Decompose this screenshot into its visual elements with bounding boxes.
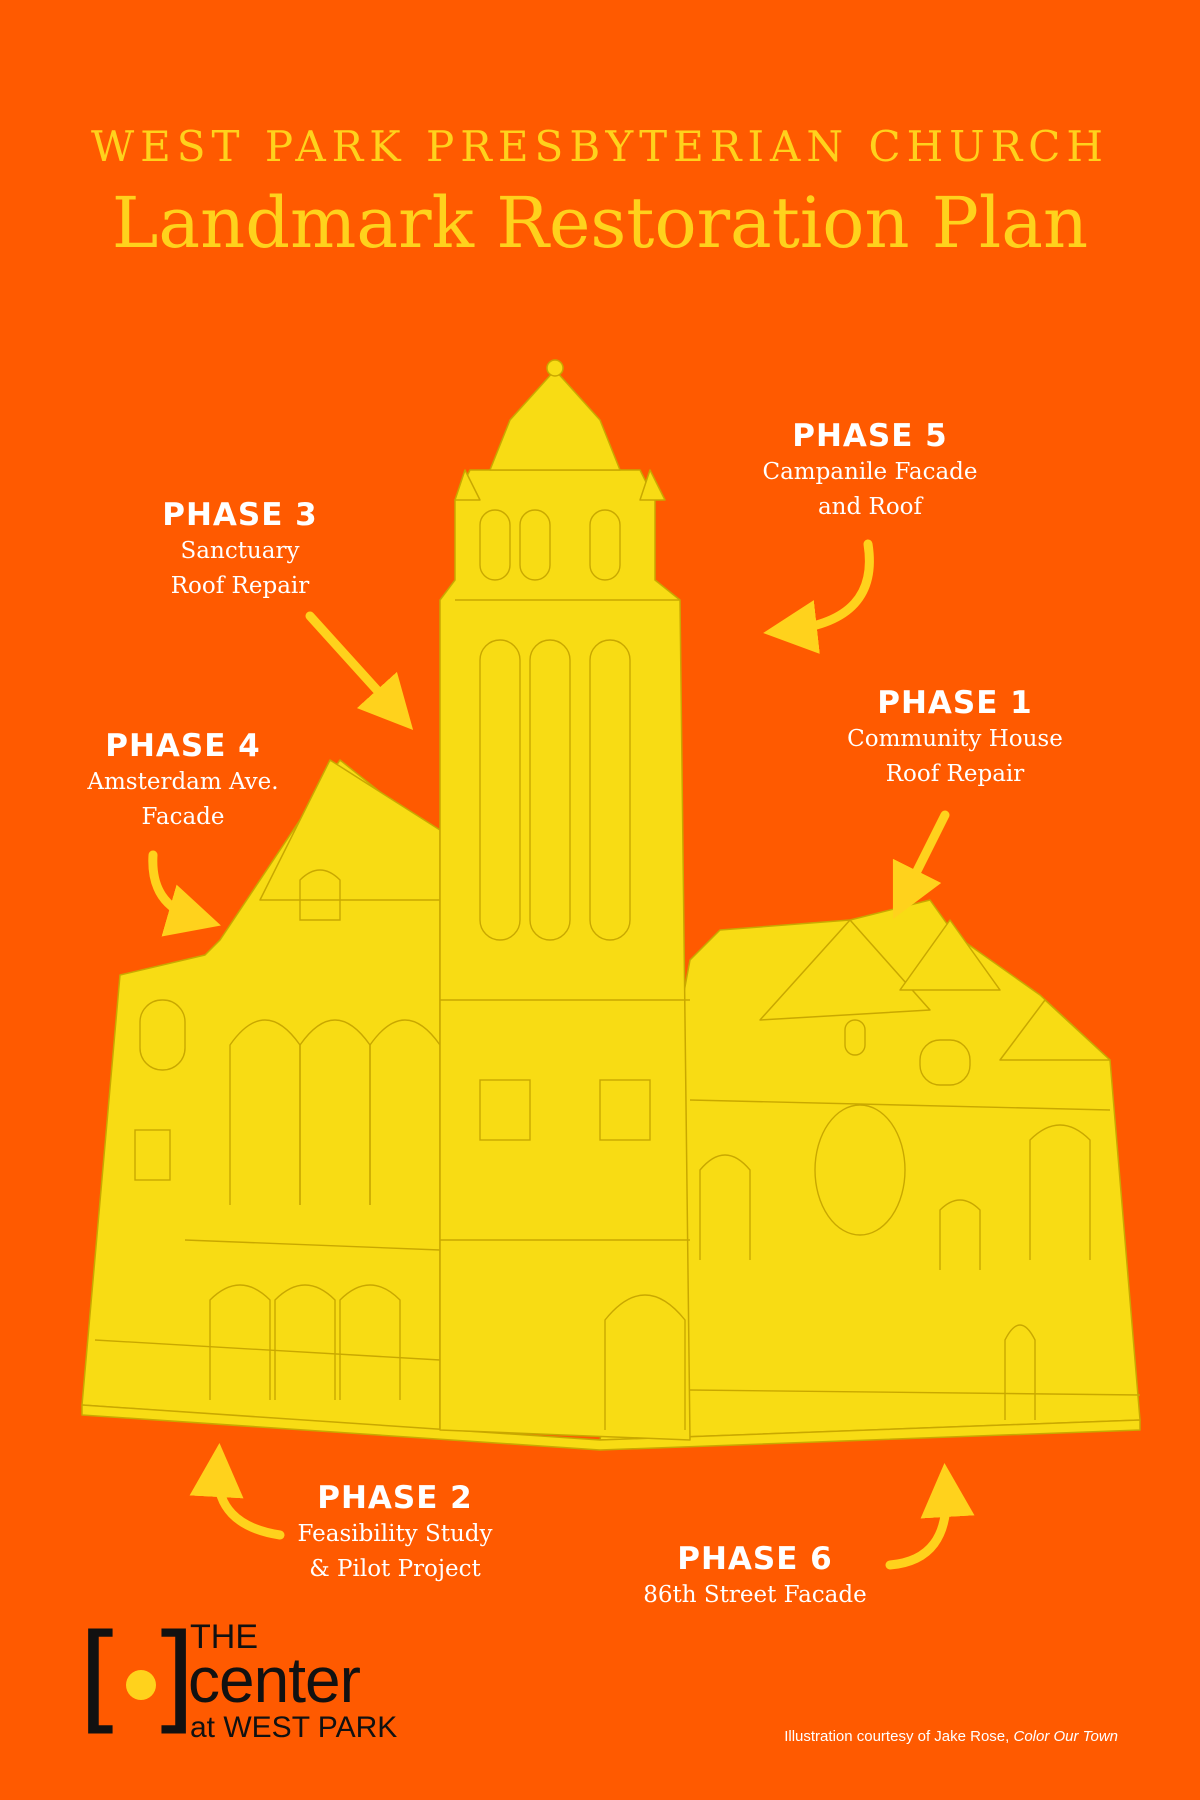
logo-text-center: center (188, 1644, 361, 1716)
phase-1-arrow-icon (892, 810, 950, 920)
center-at-west-park-logo: [ ] THE center at WEST PARK (78, 1618, 418, 1748)
phase-2-arrow-icon (189, 1443, 285, 1540)
logo-text-the: THE (190, 1618, 258, 1656)
logo-bracket-open: [ (78, 1608, 125, 1746)
phase-3-label: PHASE 3 Sanctuary Roof Repair (160, 496, 320, 604)
phase-1-desc-line1: Community House (847, 726, 1063, 752)
credit-source: Color Our Town (1013, 1728, 1119, 1745)
phase-5-desc-line2: and Roof (817, 494, 923, 520)
illustration-credit: Illustration courtesy of Jake Rose, Colo… (784, 1728, 1118, 1745)
phase-3-title: PHASE 3 (162, 497, 318, 533)
church-name: WEST PARK PRESBYTERIAN CHURCH (90, 122, 1110, 171)
logo-dot-icon (126, 1670, 156, 1700)
phase-1-desc-line2: Roof Repair (885, 761, 1025, 787)
phase-6-label: PHASE 6 86th Street Facade (630, 1540, 880, 1613)
phase-5-label: PHASE 5 Campanile Facade and Roof (740, 417, 1000, 525)
phase-2-title: PHASE 2 (317, 1480, 473, 1516)
phase-4-label: PHASE 4 Amsterdam Ave. Facade (58, 727, 308, 835)
phase-1-label: PHASE 1 Community House Roof Repair (830, 684, 1080, 792)
phase-4-arrow-icon (148, 850, 221, 937)
phase-3-desc-line1: Sanctuary (180, 538, 300, 564)
logo-text-west-park: at WEST PARK (190, 1711, 398, 1744)
phase-2-desc-line2: & Pilot Project (309, 1556, 481, 1582)
phase-1-title: PHASE 1 (877, 685, 1033, 721)
phase-4-title: PHASE 4 (105, 728, 261, 764)
phase-6-title: PHASE 6 (677, 1541, 833, 1577)
phase-6-arrow-icon (885, 1463, 975, 1570)
phase-3-arrow-icon (305, 611, 414, 731)
phase-6-desc-line1: 86th Street Facade (643, 1582, 867, 1608)
phase-5-desc-line1: Campanile Facade (762, 459, 978, 485)
phase-4-desc-line2: Facade (141, 804, 225, 830)
phase-5-title: PHASE 5 (792, 418, 948, 454)
logo-bracket-close: ] (150, 1608, 197, 1746)
phase-2-label: PHASE 2 Feasibility Study & Pilot Projec… (280, 1479, 510, 1587)
page-title: Landmark Restoration Plan (111, 182, 1089, 264)
phase-5-arrow-icon (763, 539, 874, 654)
credit-prefix: Illustration courtesy of Jake Rose, (784, 1728, 1014, 1745)
phase-4-desc-line1: Amsterdam Ave. (87, 769, 279, 795)
phase-3-desc-line2: Roof Repair (170, 573, 310, 599)
phase-2-desc-line1: Feasibility Study (297, 1521, 493, 1547)
